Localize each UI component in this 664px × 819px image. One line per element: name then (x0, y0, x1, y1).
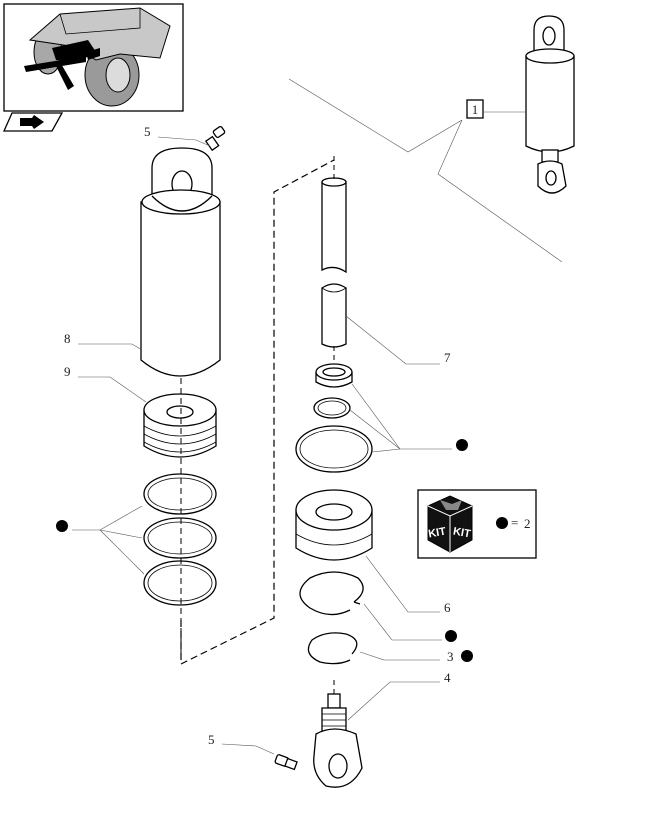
o-ring-left-2 (143, 517, 217, 559)
cylinder-barrel (140, 147, 221, 377)
grease-nipple-top (204, 125, 226, 152)
kit-legend: KIT KIT = 2 (417, 489, 537, 559)
callout-1: 1 (472, 102, 479, 117)
o-ring-small (313, 397, 351, 419)
kit-label-left: KIT (427, 525, 447, 540)
assembled-cylinder-overview (525, 15, 575, 194)
piston-seal (295, 489, 373, 561)
highlighted-cylinder (24, 40, 100, 90)
kit-bullet-dot-legend (496, 517, 508, 529)
callout-5-bottom: 5 (208, 732, 215, 747)
kit-box-icon: KIT KIT (427, 495, 473, 553)
kit-bullet-dot-upper (456, 439, 468, 451)
o-ring-left-1 (143, 473, 217, 515)
o-ring-large (295, 425, 373, 473)
kit-label-right: KIT (452, 526, 472, 541)
snap-ring-2 (307, 632, 358, 665)
piston-rod (321, 177, 347, 348)
tractor-thumbnail[interactable] (3, 3, 184, 112)
callout-7: 7 (444, 350, 451, 365)
rod-bushing (315, 363, 353, 388)
kit-equals: = (511, 515, 518, 530)
ref-box-1: 1 (288, 78, 563, 263)
callout-3: 3 (447, 649, 454, 664)
callout-9: 9 (64, 364, 71, 379)
callout-8: 8 (64, 331, 71, 346)
piston-nut (143, 393, 217, 458)
kit-bullet-dot-left (56, 520, 68, 532)
rod-eye-end (313, 693, 363, 788)
callout-5-top: 5 (144, 124, 151, 139)
kit-bullet-dot-lower (461, 650, 473, 662)
kit-number: 2 (524, 516, 531, 531)
callout-6: 6 (444, 600, 451, 615)
kit-bullet-dot-middle (445, 630, 457, 642)
grease-nipple-bottom (274, 754, 298, 771)
callout-4: 4 (444, 670, 451, 685)
next-page-arrow-icon[interactable] (2, 112, 64, 132)
o-ring-left-3 (143, 560, 217, 606)
snap-ring-1 (299, 571, 364, 616)
